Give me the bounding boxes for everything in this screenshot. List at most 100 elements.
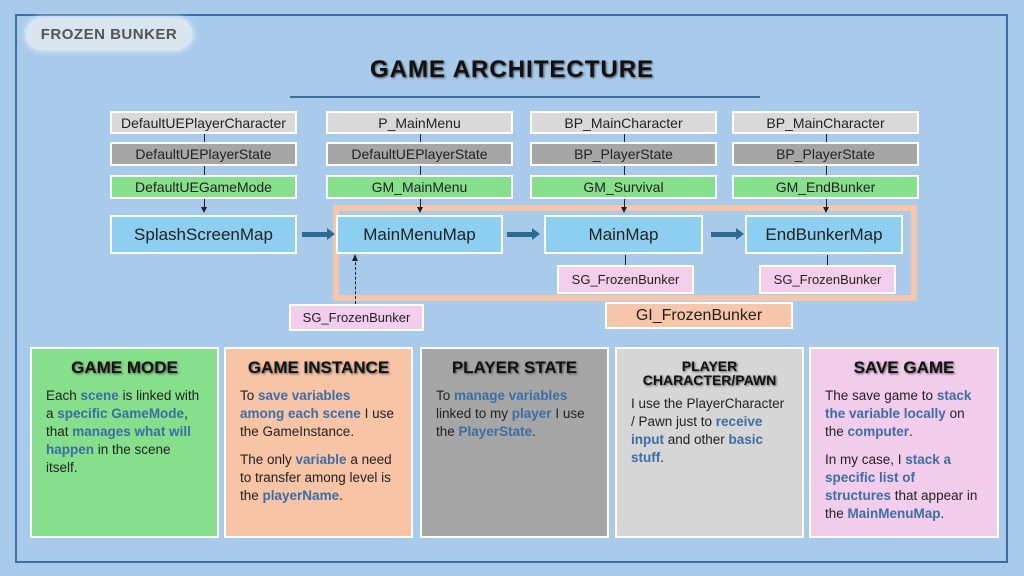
box-game-mode: GM_Survival	[530, 175, 717, 199]
body-text: is linked with a	[46, 388, 200, 421]
body-text: a need to transfer among level is the	[240, 452, 392, 503]
card-title: SAVE GAME	[853, 358, 955, 377]
game-instance-box: GI_FrozenBunker	[605, 302, 793, 329]
box-character: P_MainMenu	[326, 111, 513, 134]
slide-frame	[15, 14, 1008, 563]
body-text: .	[940, 506, 945, 521]
flow-arrow-icon	[327, 228, 335, 240]
body-text: .	[660, 450, 665, 465]
connector	[203, 199, 205, 208]
highlight-text: receive input	[631, 414, 763, 447]
body-text: and other	[664, 432, 729, 447]
body-text: .	[339, 488, 343, 503]
box-player-state: BP_PlayerState	[732, 142, 919, 166]
highlight-text: variable	[295, 452, 347, 467]
frozen-bunker-logo: FROZEN BUNKER	[28, 20, 190, 48]
card-paragraph: I use the PlayerCharacter / Pawn just to…	[631, 395, 788, 467]
arrowhead-up-icon	[352, 254, 358, 261]
body-text: .	[532, 424, 536, 439]
box-game-mode: DefaultUEGameMode	[110, 175, 297, 199]
highlight-text: scene	[80, 388, 119, 403]
body-text: To	[240, 388, 259, 403]
highlight-text: specific GameMode	[57, 406, 185, 421]
highlight-text: PlayerState	[458, 424, 533, 439]
connector	[419, 166, 421, 175]
highlight-text: playerName	[262, 488, 340, 503]
body-text: The only	[240, 452, 296, 467]
body-text: I use the PlayerCharacter / Pawn just to	[631, 396, 785, 429]
connector	[825, 199, 827, 208]
box-character: DefaultUEPlayerCharacter	[110, 111, 297, 134]
arrow-down-icon	[200, 207, 207, 213]
connector	[419, 134, 421, 142]
card-game-mode: GAME MODE Each scene is linked with a spe…	[30, 347, 219, 538]
body-text: Each	[46, 388, 81, 403]
box-character: BP_MainCharacter	[530, 111, 717, 134]
card-save-game: SAVE GAME The save game to stack the vari…	[809, 347, 999, 538]
highlight-text: basic stuff	[631, 432, 764, 465]
card-player-state: PLAYER STATE To manage variables linked t…	[420, 347, 609, 538]
card-paragraph: To save variables among each scene I use…	[240, 387, 397, 441]
card-player-character-pawn: PLAYER CHARACTER/PAWN I use the PlayerCha…	[615, 347, 804, 538]
connector	[203, 166, 205, 175]
body-text: on the	[825, 406, 965, 439]
card-paragraph: In my case, I stack a specific list of s…	[825, 451, 983, 523]
highlight-text: manages what will happen	[46, 424, 191, 457]
map-box: MainMenuMap	[336, 215, 503, 254]
connector	[203, 134, 205, 142]
page-title: GAME ARCHITECTURE	[369, 56, 655, 83]
body-text: I use the	[436, 406, 585, 439]
card-title: GAME INSTANCE	[247, 358, 390, 377]
card-paragraph: Each scene is linked with a specific Gam…	[46, 387, 203, 477]
highlight-text: stack the variable locally	[825, 388, 972, 421]
arrow-down-icon	[620, 207, 627, 213]
highlight-text: MainMenuMap	[847, 506, 941, 521]
connector	[623, 199, 625, 208]
body-text: The save game to	[825, 388, 937, 403]
connector	[623, 134, 625, 142]
map-box: EndBunkerMap	[745, 215, 903, 254]
card-title: PLAYER STATE	[451, 358, 578, 377]
box-character: BP_MainCharacter	[732, 111, 919, 134]
dashed-connector	[355, 262, 356, 304]
card-game-instance: GAME INSTANCE To save variables among eac…	[224, 347, 413, 538]
map-box: MainMap	[544, 215, 703, 254]
card-paragraph: To manage variables linked to my player …	[436, 387, 593, 441]
highlight-text: computer	[847, 424, 910, 439]
save-game-box-menu-source: SG_FrozenBunker	[289, 304, 424, 331]
connector	[419, 199, 421, 208]
body-text: that appear in the	[825, 488, 978, 521]
body-text: .	[909, 424, 913, 439]
title-underline	[290, 96, 760, 98]
arrow-down-icon	[416, 207, 423, 213]
connector	[827, 255, 828, 265]
connector	[825, 166, 827, 175]
flow-arrow-icon	[532, 228, 540, 240]
arrow-down-icon	[822, 207, 829, 213]
flow-arrow-shaft	[302, 232, 327, 237]
save-game-box: SG_FrozenBunker	[759, 265, 896, 294]
body-text: linked to my	[436, 406, 512, 421]
highlight-text: manage variables	[454, 388, 568, 403]
box-player-state: DefaultUEPlayerState	[110, 142, 297, 166]
highlight-text: save variables among each scene	[240, 388, 361, 421]
box-game-mode: GM_MainMenu	[326, 175, 513, 199]
connector	[825, 134, 827, 142]
flow-arrow-icon	[736, 228, 744, 240]
flow-arrow-shaft	[507, 232, 532, 237]
highlight-text: stack a specific list of structures	[825, 452, 952, 503]
box-game-mode: GM_EndBunker	[732, 175, 919, 199]
flow-arrow-shaft	[711, 232, 736, 237]
highlight-text: player	[511, 406, 552, 421]
card-paragraph: The save game to stack the variable loca…	[825, 387, 983, 441]
card-title: PLAYER CHARACTER/PAWN	[642, 358, 777, 388]
body-text: , that	[46, 406, 188, 439]
body-text: In my case, I	[825, 452, 906, 467]
box-player-state: DefaultUEPlayerState	[326, 142, 513, 166]
save-game-box: SG_FrozenBunker	[557, 265, 694, 294]
map-box: SplashScreenMap	[110, 215, 297, 254]
body-text: in the scene itself.	[46, 442, 171, 475]
card-title: GAME MODE	[71, 358, 178, 377]
connector	[625, 255, 626, 265]
body-text: I use the GameInstance.	[240, 406, 394, 439]
